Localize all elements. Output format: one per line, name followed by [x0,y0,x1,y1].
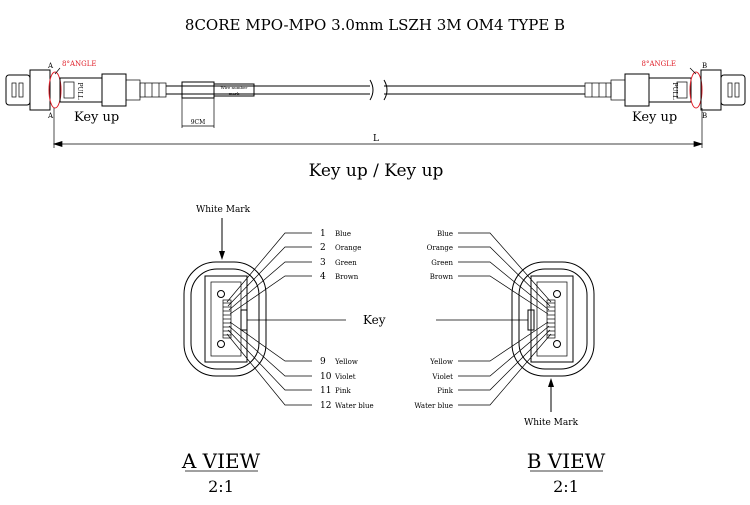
end-label-b-bottom: B [702,112,707,120]
view-a-fiber-9-num: 9 [320,357,326,367]
view-a-fiber-12-color: Water blue [335,402,374,410]
view-b-guide-pin-bottom [553,340,561,348]
length-label: L [373,134,379,144]
wire-number-label-2: mark [229,91,240,96]
view-a-fiber-2-num: 2 [320,243,326,253]
view-a-outer-shell [183,261,267,377]
view-a-fiber-11-color: Pink [335,387,351,395]
wire-number-label-1: Wire number [221,85,248,90]
view-b-key [527,309,535,331]
connector-a [5,69,167,111]
length-dimension [52,108,704,148]
key-up-label-a: Key up [74,110,119,125]
key-label: Key [363,313,386,327]
view-a-fiber-3-num: 3 [320,258,326,268]
view-b-white-mark-label: White Mark [524,418,579,428]
view-b-scale: 2:1 [553,477,579,496]
view-b-outer-shell [511,261,595,377]
view-b-diagram: Blue Orange Green Brown Yellow Violet Pi… [414,230,605,496]
break-mark-left [369,79,374,101]
view-a-inner-shell [190,268,260,370]
end-label-a-bottom: A [47,112,54,120]
view-a-guide-pin-bottom [217,340,225,348]
view-a-fiber-11-num: 11 [320,386,331,396]
cable-assembly: PULL A A 8°ANGLE Key up 9CM Wire number … [5,60,746,148]
angle-label-b: 8°ANGLE [642,60,676,68]
key-orientation-label: Key up / Key up [309,161,444,181]
connector-b [584,69,746,111]
view-a-fiber-1-color: Blue [335,230,351,238]
pull-label-a: PULL [76,83,83,100]
view-b-guide-pin-top [553,290,561,298]
view-b-fiber-10-color: Violet [431,373,453,381]
sleeve-length-label: 9CM [191,119,206,126]
view-b-ferrule [530,275,574,363]
view-a-fiber-10-color: Violet [334,373,356,381]
view-a-fiber-9-color: Yellow [334,358,358,366]
view-a-fiber-4-num: 4 [320,272,326,282]
drawing-title: 8CORE MPO-MPO 3.0mm LSZH 3M OM4 TYPE B [185,16,565,34]
view-b-fiber-3-color: Green [431,259,453,267]
end-label-b-top: B [702,62,707,70]
view-b-fiber-11-color: Pink [437,387,453,395]
angle-marker-a [48,71,62,109]
view-a-guide-pin-top [217,290,225,298]
view-b-fiber-4-color: Brown [430,273,454,281]
pull-label-b: PULL [671,83,678,100]
view-a-scale: 2:1 [208,477,234,496]
view-b-fiber-9-color: Yellow [429,358,453,366]
end-label-a-top: A [47,62,54,70]
view-a-diagram: White Mark Key 1 Blue [181,205,386,496]
view-a-fiber-1-num: 1 [320,229,326,239]
break-mark-right [383,79,388,101]
angle-marker-b [689,71,703,109]
view-a-fiber-3-color: Green [335,259,357,267]
view-b-title: B VIEW [527,449,606,473]
sleeve [181,81,215,99]
view-b-fiber-12-color: Water blue [414,402,453,410]
view-a-fiber-2-color: Orange [335,244,361,252]
view-b-fiber-1-color: Blue [437,230,453,238]
wire-number-mark [213,83,255,97]
key-up-label-b: Key up [632,110,677,125]
view-a-key [240,309,248,331]
view-a-fiber-4-color: Brown [335,273,359,281]
view-a-fiber-12-num: 12 [320,401,331,411]
view-a-title: A VIEW [181,449,261,473]
angle-label-a: 8°ANGLE [62,60,96,68]
view-a-white-mark-label: White Mark [196,205,251,215]
view-a-fiber-10-num: 10 [320,372,332,382]
view-b-inner-shell [518,268,588,370]
view-b-fiber-2-color: Orange [427,244,453,252]
